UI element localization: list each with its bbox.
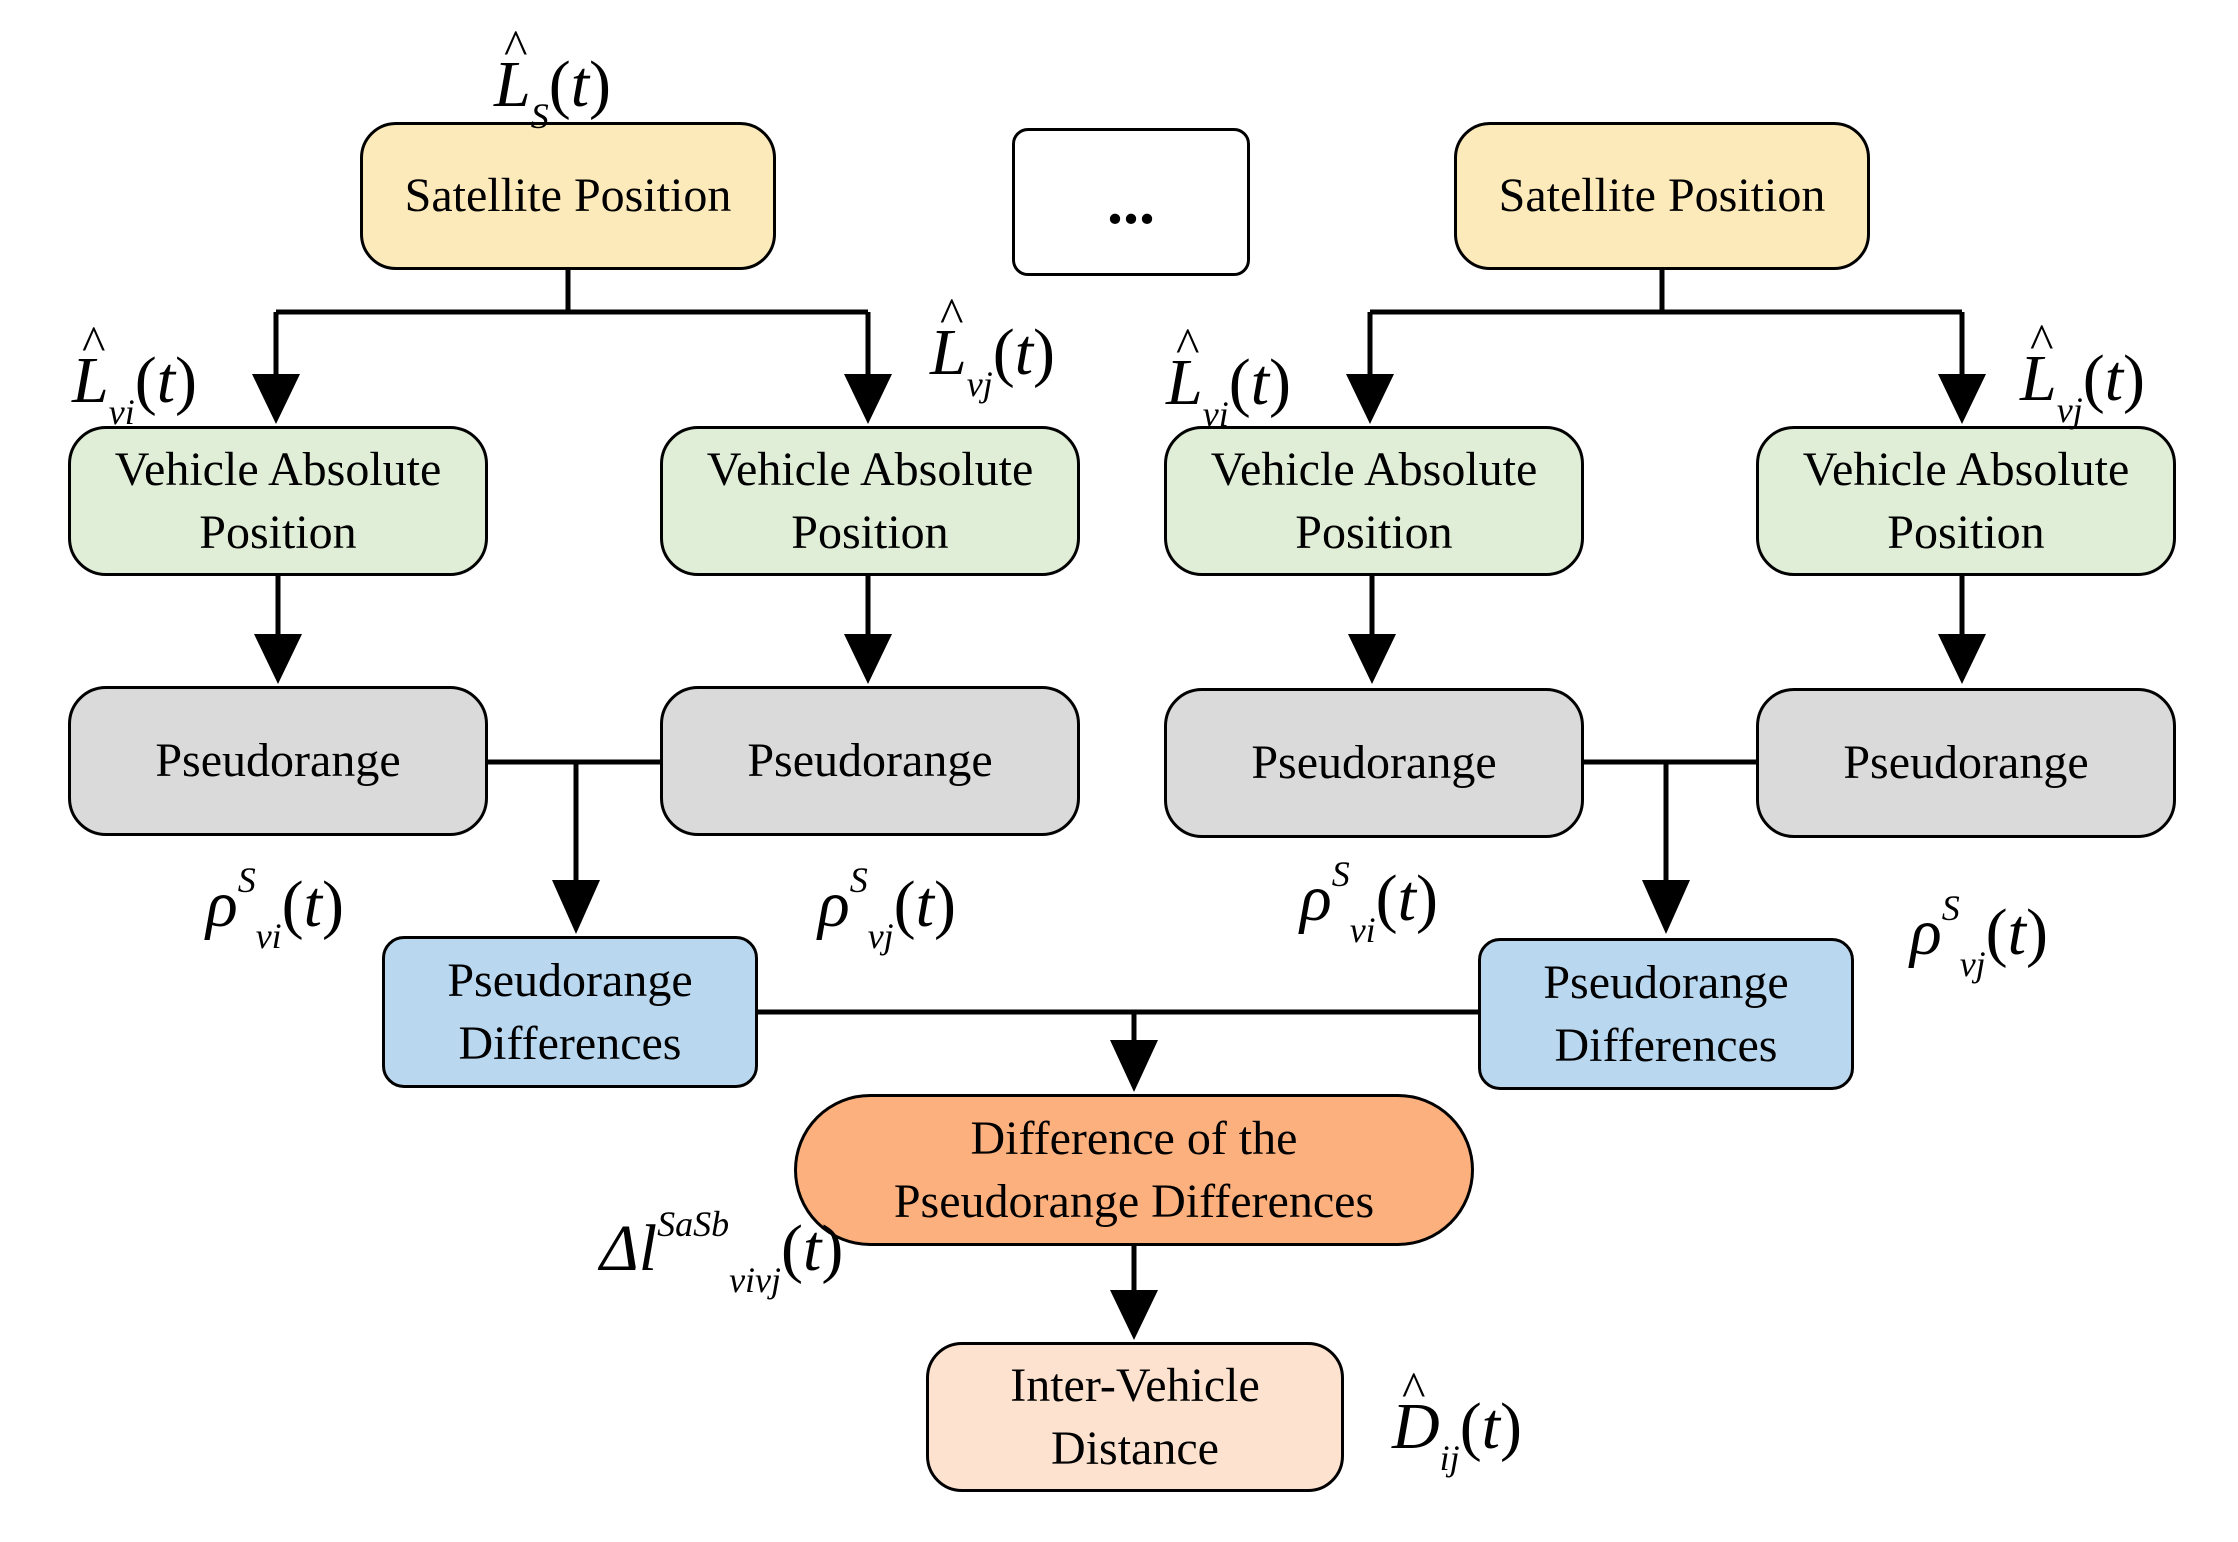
differences-label-line2: Differences <box>1554 1019 1778 1072</box>
arrowhead-veh3 <box>1346 374 1394 424</box>
pseudorange-box-4: Pseudorange <box>1756 688 2176 838</box>
pseudorange-differences-box-right: Pseudorange Differences <box>1478 938 1854 1090</box>
vehicle-label-line1: Vehicle Absolute <box>706 442 1034 496</box>
double-diff-label-line1: Difference of the <box>970 1111 1298 1165</box>
arrowhead-veh2 <box>844 374 892 424</box>
satellite-position-label: Satellite Position <box>404 169 732 223</box>
satellite-position-box-right: Satellite Position <box>1454 122 1870 270</box>
arrowhead-pse4 <box>1938 634 1986 684</box>
label-D-ij: ^Dij(t) <box>1392 1361 1522 1478</box>
label-rho-vj-right: ρSvj(t) <box>1910 888 2048 984</box>
vehicle-label-line2: Position <box>199 506 357 559</box>
arrowhead-ivd <box>1110 1290 1158 1340</box>
ellipsis-box: ... <box>1012 128 1250 276</box>
pseudorange-differences-box-left: Pseudorange Differences <box>382 936 758 1088</box>
vehicle-label-line1: Vehicle Absolute <box>114 442 442 496</box>
pseudorange-box-1: Pseudorange <box>68 686 488 836</box>
arrowhead-pse3 <box>1348 634 1396 684</box>
difference-of-pseudorange-differences-box: Difference of the Pseudorange Difference… <box>794 1094 1474 1246</box>
satellite-position-box-left: Satellite Position <box>360 122 776 270</box>
pseudorange-box-3: Pseudorange <box>1164 688 1584 838</box>
inter-vehicle-distance-box: Inter-Vehicle Distance <box>926 1342 1344 1492</box>
differences-label-line2: Differences <box>458 1017 682 1070</box>
pseudorange-label: Pseudorange <box>1251 736 1497 790</box>
ivd-label-line1: Inter-Vehicle <box>1010 1358 1260 1412</box>
vehicle-label-line1: Vehicle Absolute <box>1210 442 1538 496</box>
vehicle-absolute-position-box-4: Vehicle Absolute Position <box>1756 426 2176 576</box>
vehicle-absolute-position-box-3: Vehicle Absolute Position <box>1164 426 1584 576</box>
pseudorange-label: Pseudorange <box>1843 736 2089 790</box>
label-L-S-t: ^LS(t) <box>494 19 612 136</box>
pseudorange-label: Pseudorange <box>155 734 401 788</box>
arrowhead-pse2 <box>844 634 892 684</box>
label-rho-vi-right: ρSvi(t) <box>1300 854 1438 950</box>
arrowhead-diff-right <box>1642 880 1690 934</box>
arrowhead-veh4 <box>1938 374 1986 424</box>
differences-label-line1: Pseudorange <box>1543 955 1789 1009</box>
vehicle-label-line1: Vehicle Absolute <box>1802 442 2130 496</box>
label-L-vj-left: ^Lvj(t) <box>930 287 1056 404</box>
label-L-vj-right: ^Lvj(t) <box>2020 313 2146 430</box>
satellite-position-label: Satellite Position <box>1498 169 1826 223</box>
vehicle-label-line2: Position <box>1887 506 2045 559</box>
label-L-vi-left: ^Lvi(t) <box>72 315 198 432</box>
label-L-vi-right: ^Lvi(t) <box>1166 317 1292 434</box>
vehicle-absolute-position-box-1: Vehicle Absolute Position <box>68 426 488 576</box>
label-rho-vj-left: ρSvj(t) <box>818 860 956 956</box>
vehicle-label-line2: Position <box>791 506 949 559</box>
arrowhead-veh1 <box>252 374 300 424</box>
pseudorange-box-2: Pseudorange <box>660 686 1080 836</box>
differences-label-line1: Pseudorange <box>447 953 693 1007</box>
ellipsis-label: ... <box>1107 165 1155 237</box>
arrowhead-diff-left <box>552 880 600 934</box>
pseudorange-label: Pseudorange <box>747 734 993 788</box>
double-diff-label-line2: Pseudorange Differences <box>893 1175 1375 1228</box>
vehicle-label-line2: Position <box>1295 506 1453 559</box>
vehicle-absolute-position-box-2: Vehicle Absolute Position <box>660 426 1080 576</box>
ivd-label-line2: Distance <box>1051 1422 1219 1475</box>
label-rho-vi-left: ρSvi(t) <box>206 860 344 956</box>
arrowhead-pse1 <box>254 634 302 684</box>
label-delta-l: ΔlSaSbvivj(t) <box>600 1204 844 1300</box>
arrowhead-ddiff <box>1110 1040 1158 1092</box>
